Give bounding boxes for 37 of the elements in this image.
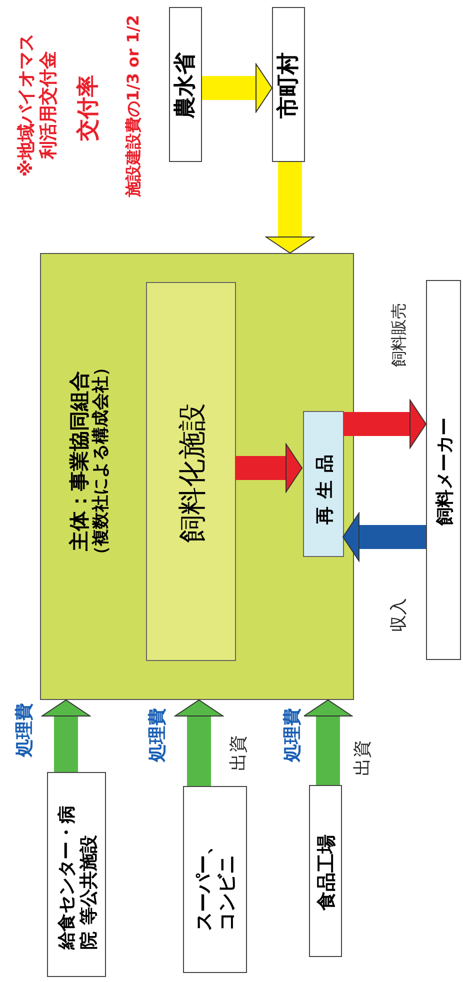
node-label: 飼料メーカー bbox=[434, 417, 456, 525]
facility-box bbox=[146, 282, 236, 661]
note-text: 交付率 bbox=[76, 74, 102, 143]
node-label: 給食センター・病院 等公共施設 bbox=[56, 804, 100, 950]
municipality-box bbox=[272, 7, 305, 162]
note-text: ※地域バイオマス利活用交付金 bbox=[16, 32, 60, 179]
node-label: 飼料化施設 bbox=[175, 402, 209, 542]
flow-label: 出資 bbox=[228, 734, 250, 773]
node-label: 農水省 bbox=[173, 52, 200, 118]
source-box bbox=[47, 772, 106, 977]
node-label: 食品工場 bbox=[315, 834, 338, 910]
manufacturer-box bbox=[426, 280, 461, 660]
block-arrow bbox=[42, 700, 90, 772]
note-text: 施設建設費の1/3 or 1/2 bbox=[123, 14, 143, 200]
node-label: 市町村 bbox=[276, 52, 302, 118]
block-arrow bbox=[174, 700, 224, 786]
node-sublabel: （複数社による構成会社） bbox=[90, 359, 112, 563]
edge-label: 処理費 bbox=[14, 703, 36, 757]
node-label: スーパー、コンビニ bbox=[193, 834, 239, 930]
flow-label: 出資 bbox=[352, 739, 374, 778]
ministry-box bbox=[169, 7, 202, 162]
block-arrow bbox=[343, 400, 426, 448]
edge-label: 処理費 bbox=[147, 708, 169, 762]
edge-label: 飼料販売 bbox=[389, 303, 409, 367]
edge-label: 処理費 bbox=[282, 708, 304, 762]
cooperative-panel bbox=[40, 253, 354, 700]
node-label: 再生品 bbox=[314, 446, 336, 524]
block-arrow bbox=[266, 162, 314, 254]
block-arrow bbox=[235, 444, 302, 492]
block-arrow bbox=[304, 700, 352, 785]
block-arrow bbox=[342, 512, 426, 562]
edge-label: 収入 bbox=[388, 598, 410, 632]
product-box bbox=[303, 411, 344, 557]
source-box bbox=[309, 785, 342, 957]
source-box bbox=[183, 786, 247, 973]
node-label: 主体：事業協同組合 bbox=[66, 371, 91, 551]
block-arrow bbox=[202, 64, 272, 112]
